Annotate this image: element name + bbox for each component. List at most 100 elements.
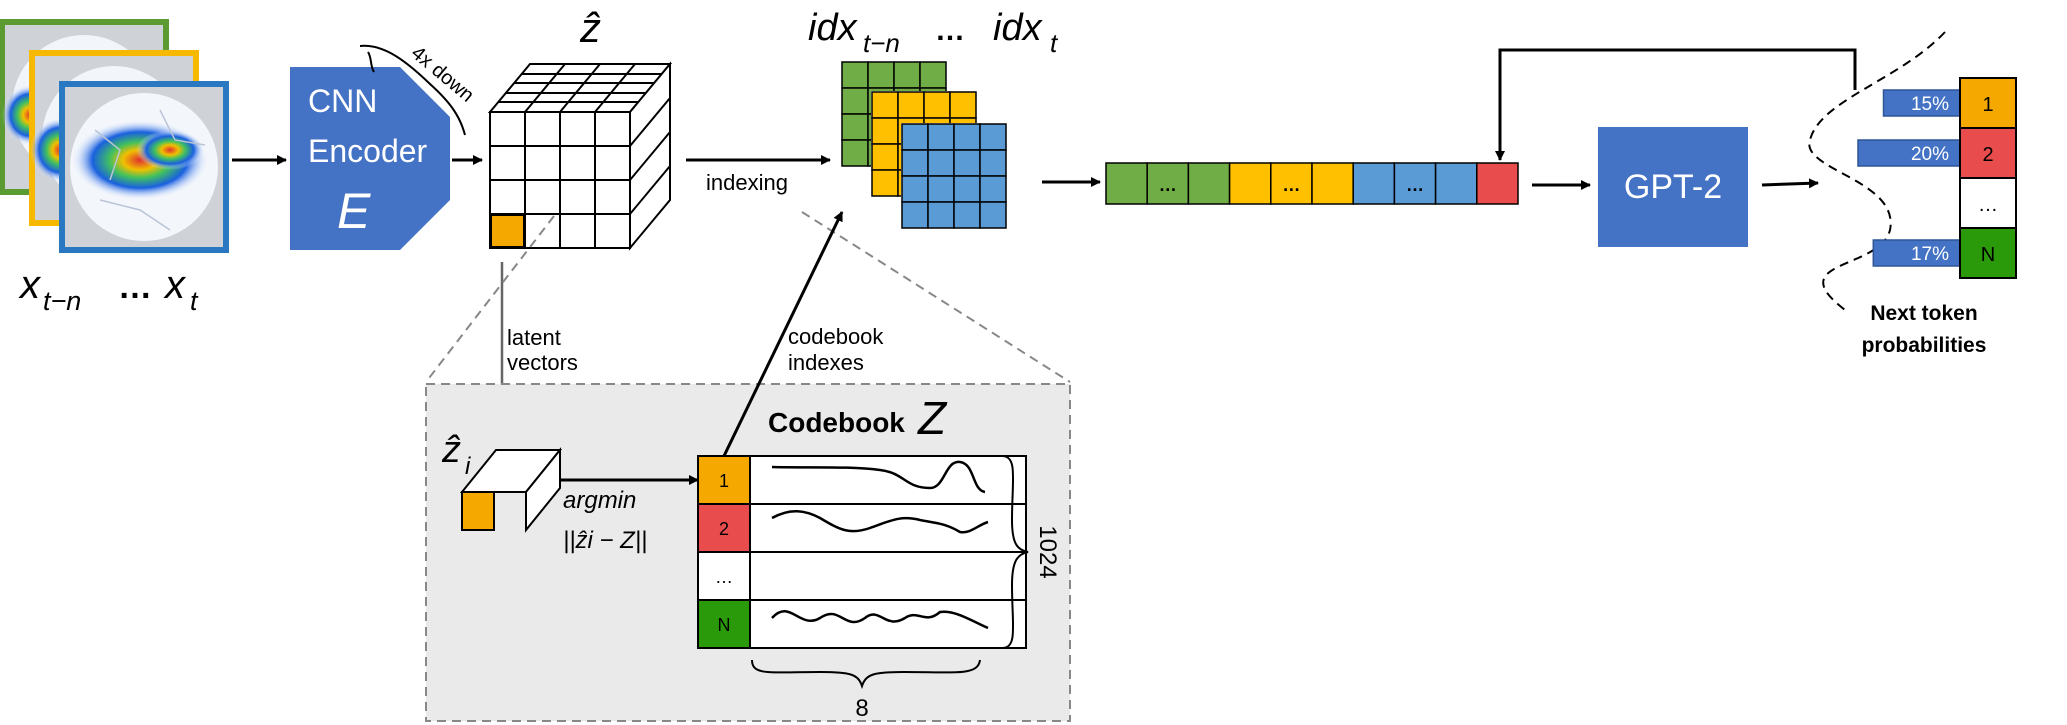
- index-maps-title: idx t−n … idx t: [808, 7, 1059, 58]
- index-map-cell: [979, 201, 1007, 229]
- arrow-codebook-indexes: [722, 211, 844, 457]
- label-x-end: x: [163, 263, 187, 307]
- index-map-cell: [927, 175, 955, 203]
- distribution-curve: [1808, 31, 1946, 311]
- index-title-start-sub: t−n: [863, 28, 900, 58]
- token-cell-label: …: [1282, 175, 1300, 195]
- index-title-dots: …: [935, 14, 965, 47]
- probability-token-label: N: [1981, 244, 1995, 266]
- probabilities-title-line1: Next token: [1870, 302, 1977, 325]
- token-cell: …: [1146, 162, 1190, 205]
- probability-token: …: [1959, 177, 2017, 229]
- index-map-cell: [871, 169, 899, 197]
- index-map-cell: [867, 61, 895, 89]
- zi-vector: ẑ i: [441, 429, 563, 533]
- zi-subscript: i: [465, 453, 471, 480]
- index-title-end: idx: [993, 7, 1044, 49]
- codebook-table: 12…N: [697, 455, 1027, 649]
- label-x-start-sub: t−n: [43, 286, 81, 316]
- index-map-cell: [953, 175, 981, 203]
- probability-tokens: 1 2 … N: [1959, 77, 2017, 279]
- index-maps: idx t−n … idx t: [808, 7, 1059, 229]
- token-cell: [1105, 162, 1148, 205]
- codebook-row: …: [697, 551, 1027, 601]
- zoom-line-right: [801, 211, 1071, 383]
- index-map-cell: [871, 91, 899, 119]
- index-title-end-sub: t: [1050, 28, 1059, 58]
- token-cell: [1311, 162, 1354, 205]
- index-map-cell: [953, 149, 981, 177]
- index-map-cell: [871, 117, 899, 145]
- index-map-cell: [927, 149, 955, 177]
- token-cell-label: …: [1406, 175, 1424, 195]
- waveform-row-1: [771, 460, 986, 494]
- index-map-cell: [897, 91, 925, 119]
- index-map-cell: [841, 87, 869, 115]
- index-map-cell: [901, 175, 929, 203]
- index-map-cell: [841, 61, 869, 89]
- latent-grid: ẑ: [487, 4, 673, 251]
- token-cell: [1352, 162, 1396, 205]
- index-map-cell: [893, 61, 921, 89]
- arrow-gpt-to-distribution: [1761, 178, 1819, 189]
- probability-bar: 20%: [1857, 139, 1961, 167]
- edge-label-indexes: indexes: [788, 350, 864, 375]
- index-map-cell: [927, 123, 955, 151]
- encoder-symbol: E: [337, 183, 371, 239]
- probability-token: 2: [1959, 127, 2017, 179]
- codebook-dim-label: 8: [855, 695, 868, 722]
- label-dots: …: [118, 268, 152, 306]
- token-cell: [1476, 162, 1519, 205]
- index-map-cell: [949, 91, 977, 119]
- probability-token: 1: [1959, 77, 2017, 129]
- cnn-encoder: CNN Encoder E: [290, 67, 450, 250]
- token-sequence: … … …: [1105, 162, 1519, 205]
- brace-columns: [751, 659, 981, 690]
- input-frames-label: x t−n … x t: [18, 263, 199, 316]
- index-map-cell: [979, 123, 1007, 151]
- index-map-cell: [901, 123, 929, 151]
- token-cell: [1228, 162, 1272, 205]
- codebook-row-index: …: [715, 567, 733, 587]
- probability-bar-label: 15%: [1911, 94, 1949, 115]
- probability-token-label: …: [1978, 194, 1998, 216]
- index-map-cell: [841, 113, 869, 141]
- label-x-start: x: [18, 263, 42, 307]
- encoder-label-line2: Encoder: [308, 133, 428, 169]
- token-cell: …: [1270, 162, 1313, 205]
- edge-label-vectors: vectors: [507, 350, 578, 375]
- probability-bar: 15%: [1882, 89, 1961, 117]
- gpt-block: GPT-2: [1598, 127, 1748, 247]
- arrow-feedback-loop: [1495, 48, 1857, 161]
- zi-symbol: ẑ: [441, 429, 461, 471]
- index-title-start: idx: [808, 7, 859, 49]
- codebook-row: 1: [697, 455, 1027, 505]
- codebook-symbol: Z: [917, 392, 948, 444]
- codebook-row-index: N: [718, 615, 731, 635]
- probabilities-title-line2: probabilities: [1862, 334, 1987, 357]
- index-map-cell: [979, 175, 1007, 203]
- index-map-cell: [927, 201, 955, 229]
- index-map-3: [901, 123, 1007, 229]
- index-map-cell: [901, 201, 929, 229]
- probability-token-label: 1: [1982, 94, 1993, 116]
- token-cell: [1434, 162, 1478, 205]
- probability-bars: 15% 20% 17%: [1857, 89, 1961, 267]
- edge-label-indexing: indexing: [706, 170, 788, 195]
- latent-highlight-cell: [490, 214, 525, 248]
- latent-grid-symbol: ẑ: [579, 4, 601, 51]
- probability-bar: 17%: [1872, 239, 1961, 267]
- index-map-cell: [919, 61, 947, 89]
- argmin-formula: ||ẑi − Z||: [563, 527, 647, 554]
- codebook-size-label: 1024: [1034, 525, 1061, 578]
- index-map-cell: [953, 201, 981, 229]
- index-map-cell: [979, 149, 1007, 177]
- label-x-end-sub: t: [190, 286, 199, 316]
- codebook-panel: ẑ i argmin ||ẑi − Z|| Codebook Z 12…N 10…: [425, 383, 1071, 722]
- next-token-probabilities: 15% 20% 17% 1 2 … N Next token probabilities: [1857, 77, 2017, 357]
- zoom-line-left: [425, 215, 555, 383]
- index-map-cell: [871, 143, 899, 171]
- argmin-label: argmin: [563, 487, 636, 514]
- probability-bar-label: 17%: [1911, 244, 1949, 265]
- index-map-cell: [953, 123, 981, 151]
